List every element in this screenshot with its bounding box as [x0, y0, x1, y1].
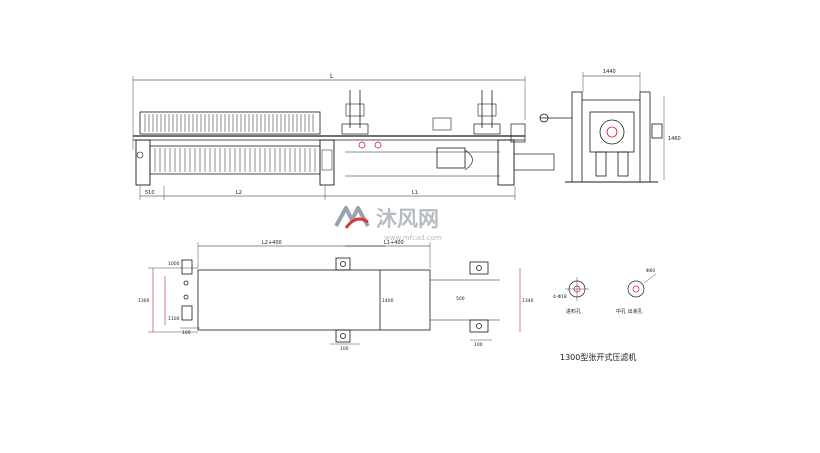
detail-feed-hole	[565, 277, 589, 301]
drawing-title: 1300型张开式压滤机	[560, 352, 636, 362]
end-view-width-dim: 1440	[603, 69, 616, 75]
lower-plate-hatch	[154, 148, 316, 172]
plan-side-dim-1: 1000	[168, 261, 180, 267]
elevation-dim-l2: L2	[236, 190, 242, 196]
plan-bottom-dim-2: 100	[340, 346, 349, 352]
watermark-url: www.mfcad.com	[384, 234, 442, 242]
watermark-text: 沐风网	[376, 207, 439, 231]
end-view-height-dim: 1460	[668, 136, 681, 142]
detail-left-label: 进料孔	[566, 308, 581, 315]
plan-right-dim-1: 500	[456, 296, 465, 302]
detail-outlet-hole	[627, 273, 657, 298]
plan-side-dim-2: 1360	[138, 298, 150, 304]
plan-inner-dim: 1400	[382, 298, 394, 304]
crane-tower-right	[473, 90, 501, 135]
plan-bottom-dim-3: 100	[474, 342, 483, 348]
plan-right-dim-2: 1340	[522, 298, 534, 304]
watermark: 沐风网 www.mfcad.com	[334, 206, 442, 242]
mf-logo-icon	[334, 206, 370, 229]
elevation-dim-510: 510	[145, 190, 155, 196]
end-view	[539, 72, 665, 183]
plate-pack-hatch	[144, 114, 314, 132]
detail-right-dim: Φ60	[646, 268, 655, 274]
detail-left-dim: 4-Φ18	[553, 294, 567, 300]
elevation-overall-dim: L	[330, 73, 334, 80]
plan-bottom-dim-1: 100	[182, 330, 191, 336]
plan-top-dim-left: L2+400	[262, 240, 282, 246]
elevation-view	[132, 76, 555, 200]
plan-top-dim-right: L1+400	[384, 240, 404, 246]
elevation-dim-l1: L1	[412, 190, 418, 196]
plan-view	[148, 242, 521, 345]
plan-side-dim-3: 1100	[168, 316, 180, 322]
crane-tower-left	[341, 90, 369, 135]
detail-right-label: 中孔 出液孔	[616, 308, 643, 315]
